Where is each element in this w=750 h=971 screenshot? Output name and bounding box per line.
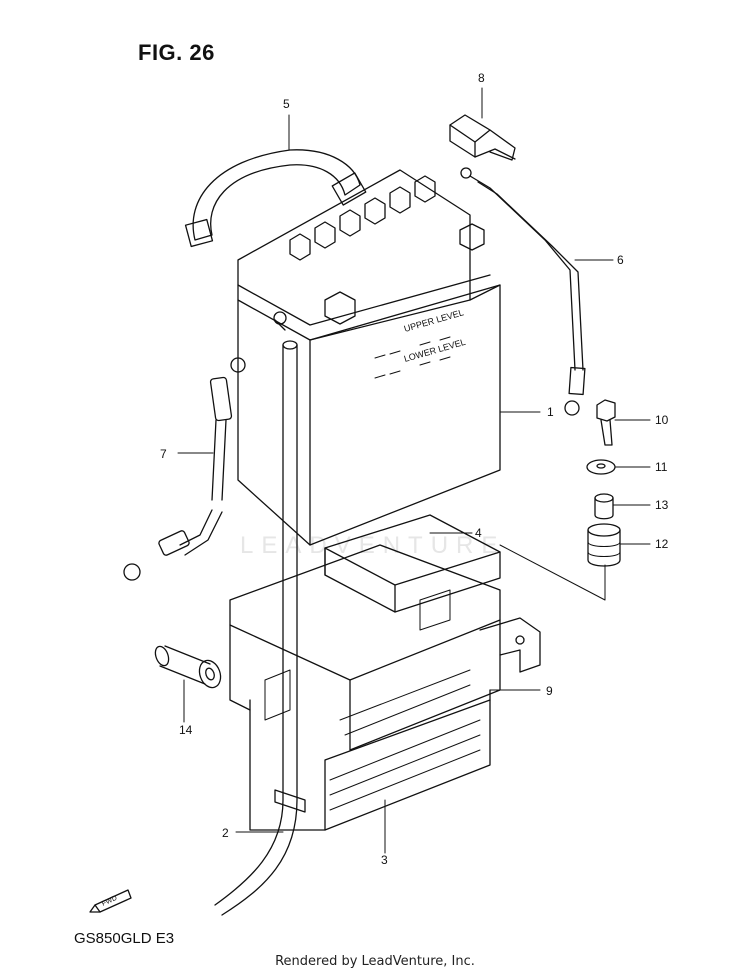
callout-12: 12 bbox=[655, 537, 669, 551]
callout-11: 11 bbox=[655, 460, 668, 474]
battery-holder bbox=[229, 544, 541, 831]
battery-strap bbox=[184, 149, 367, 248]
breather-hose bbox=[214, 340, 306, 916]
callout-4: 4 bbox=[475, 526, 482, 540]
callout-2: 2 bbox=[222, 826, 229, 840]
callout-8: 8 bbox=[478, 71, 485, 85]
model-code: GS850GLD E3 bbox=[74, 930, 175, 947]
negative-cable bbox=[123, 357, 246, 581]
callout-10: 10 bbox=[655, 413, 669, 427]
leader-lines bbox=[177, 87, 651, 854]
callout-14: 14 bbox=[179, 723, 193, 737]
footer-credit: Rendered by LeadVenture, Inc. bbox=[275, 954, 475, 969]
callout-7: 7 bbox=[160, 447, 167, 461]
positive-cable bbox=[460, 167, 586, 416]
callout-5: 5 bbox=[283, 97, 290, 111]
terminal-cover bbox=[449, 114, 516, 161]
fwd-arrow-icon: FWD bbox=[89, 889, 132, 913]
callout-3: 3 bbox=[381, 853, 388, 867]
battery: UPPER LEVEL LOWER LEVEL bbox=[237, 169, 501, 546]
washer bbox=[586, 459, 616, 475]
bolt bbox=[596, 399, 616, 446]
figure-title: FIG. 26 bbox=[138, 40, 215, 65]
spacer bbox=[594, 493, 614, 520]
upper-level-label: UPPER LEVEL bbox=[403, 307, 465, 334]
callout-6: 6 bbox=[617, 253, 624, 267]
lower-level-label: LOWER LEVEL bbox=[403, 337, 467, 364]
cushion-pad bbox=[324, 514, 501, 613]
callout-1: 1 bbox=[547, 405, 554, 419]
grommet bbox=[587, 523, 621, 567]
callout-13: 13 bbox=[655, 498, 669, 512]
callout-9: 9 bbox=[546, 684, 553, 698]
rubber-cushion bbox=[154, 645, 222, 689]
